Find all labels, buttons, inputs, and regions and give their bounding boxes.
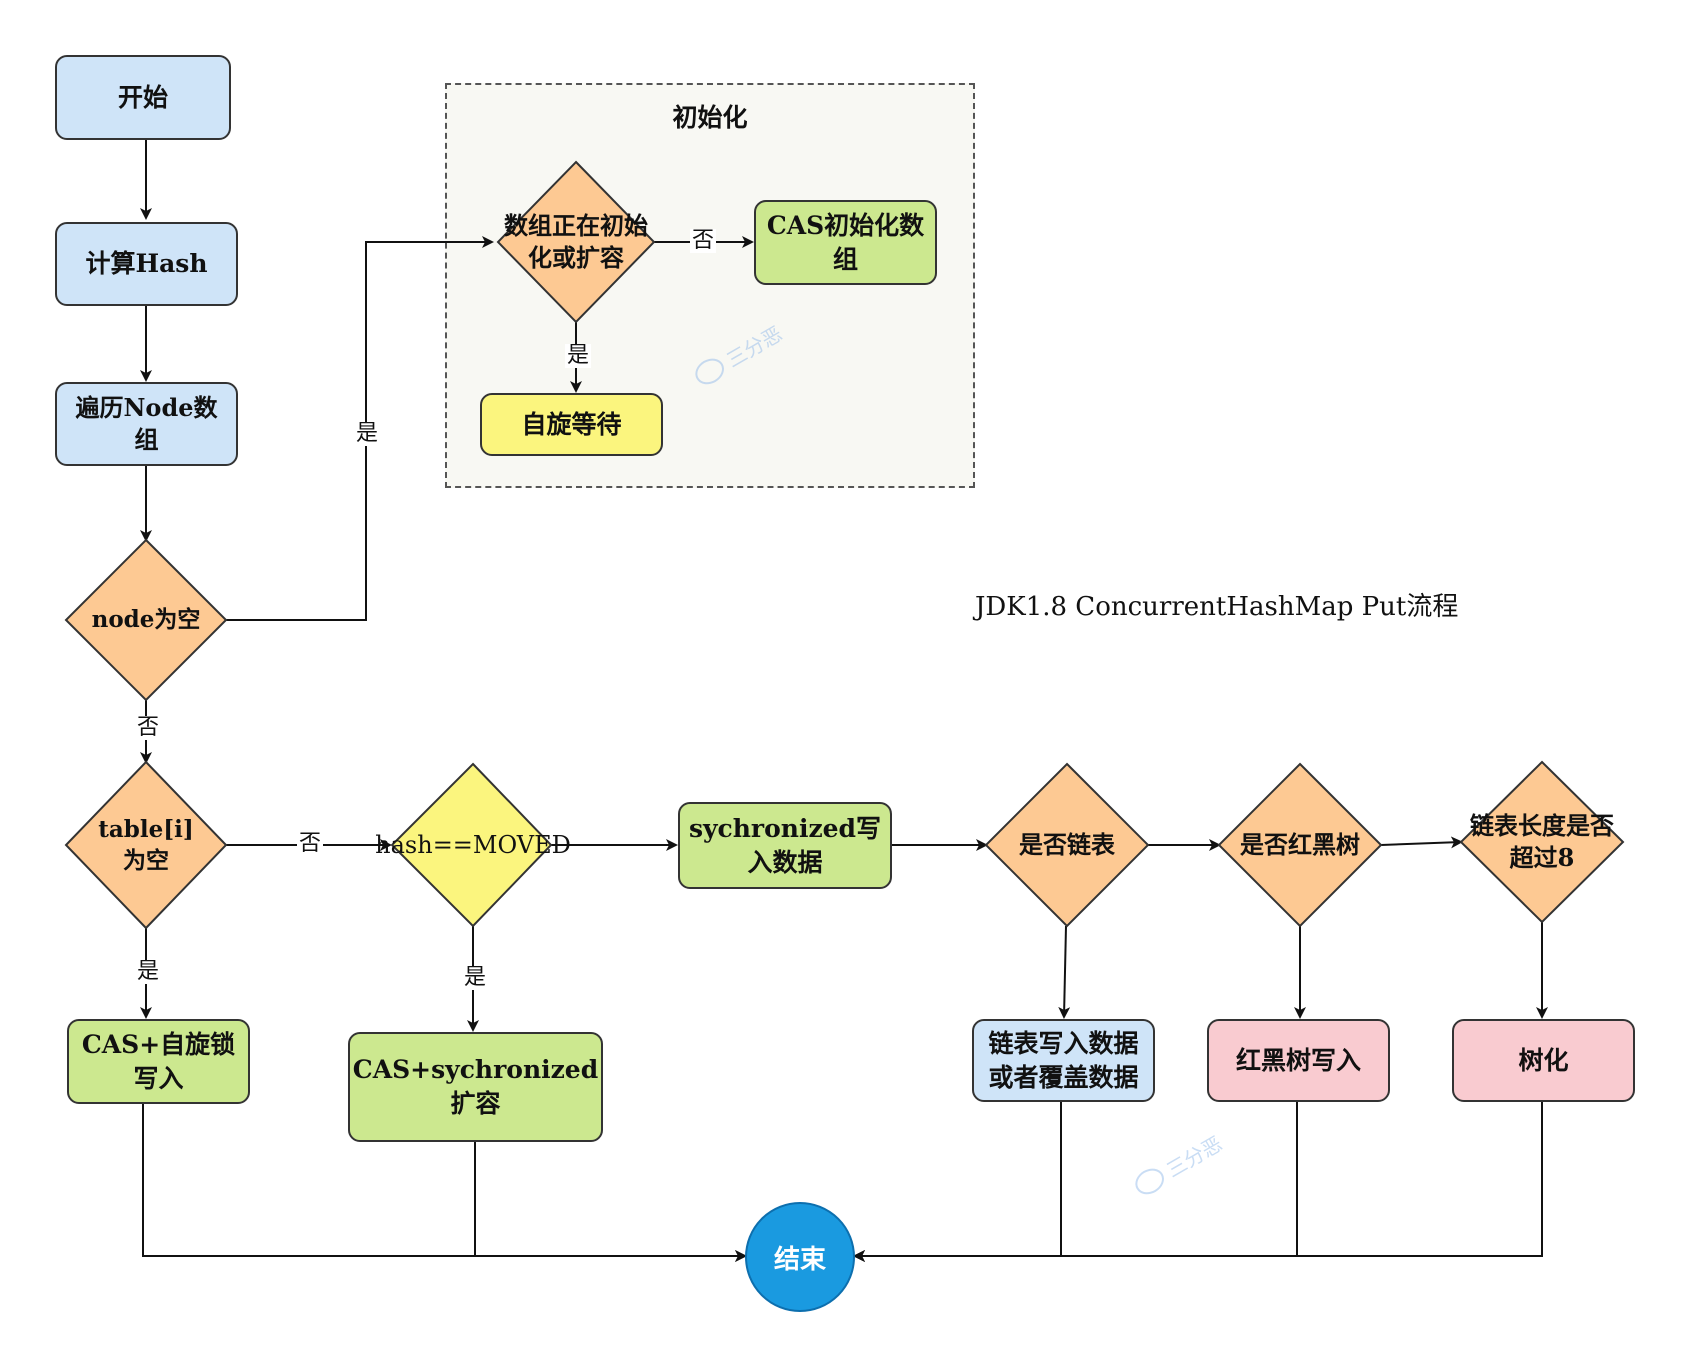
edge-label-node-empty-no: 否	[135, 715, 162, 741]
spin-wait-node: 自旋等待	[480, 393, 663, 456]
edge-label-init-no: 否	[690, 228, 717, 254]
init-group-title: 初始化	[672, 103, 748, 132]
diamond-is-tree	[1217, 762, 1383, 928]
edge-label-table-no: 否	[297, 831, 324, 857]
treeify-node: 树化	[1452, 1019, 1635, 1102]
edge-label-table-yes: 是	[135, 959, 162, 985]
tree-write-node: 红黑树写入	[1207, 1019, 1390, 1102]
diagram-caption: JDK1.8 ConcurrentHashMap Put流程	[975, 592, 1459, 622]
edge-tree-len	[1380, 836, 1463, 849]
diamond-is-list	[984, 762, 1150, 928]
edge-label-moved-yes: 是	[462, 965, 489, 991]
end-node: 结束	[745, 1202, 855, 1312]
diamond-len-check	[1459, 760, 1625, 924]
edge-label-node-empty-yes: 是	[354, 421, 381, 447]
edge-listwrite-end	[853, 1102, 1062, 1262]
edge-list-write	[1058, 925, 1071, 1019]
calc-hash-node: 计算Hash	[55, 222, 238, 306]
cas-sync-resize-node: CAS+sychronized扩容	[348, 1032, 603, 1142]
cas-spin-node: CAS+自旋锁写入	[67, 1019, 250, 1104]
start-node: 开始	[55, 55, 231, 140]
diamond-node-empty	[64, 538, 228, 702]
edge-resize-end	[474, 1142, 747, 1262]
diamond-table-empty	[64, 760, 228, 930]
edge-treeify-end	[853, 1102, 1543, 1262]
edge-treewrite-end	[853, 1102, 1298, 1262]
list-write-node: 链表写入数据或者覆盖数据	[972, 1019, 1155, 1102]
cas-init-node: CAS初始化数组	[754, 200, 937, 285]
diamond-hash-moved	[390, 762, 553, 928]
sync-write-node: sychronized写入数据	[678, 802, 892, 889]
edge-label-init-yes: 是	[565, 343, 592, 369]
traverse-node: 遍历Node数组	[55, 382, 238, 466]
diamond-init-check	[496, 160, 656, 324]
